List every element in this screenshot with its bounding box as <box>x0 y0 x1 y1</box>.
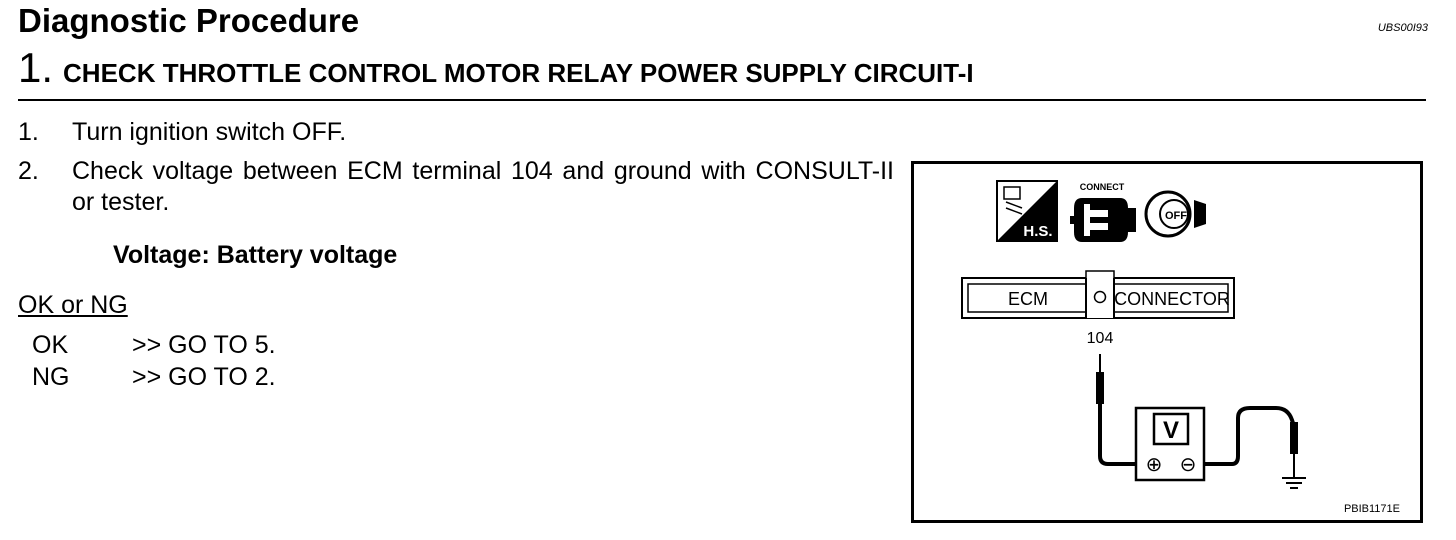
hs-icon-label: H.S. <box>1023 223 1052 240</box>
result-heading: OK or NG <box>18 291 128 319</box>
result-action: >> GO TO 2. <box>132 363 276 391</box>
wiring-diagram: H.S. CONNECT OFF <box>961 180 1400 515</box>
meter-label: V <box>1163 417 1179 444</box>
instruction-text: Turn ignition switch OFF. <box>72 118 347 146</box>
hs-icon: H.S. <box>996 180 1058 242</box>
minus-terminal: ⊖ <box>1180 454 1197 476</box>
positive-probe <box>1096 354 1142 466</box>
reference-code: UBS00I93 <box>1377 22 1428 34</box>
terminal-number: 104 <box>1087 330 1114 347</box>
ground-icon <box>1282 477 1306 489</box>
result-code: OK <box>32 331 69 359</box>
ground-lead <box>1204 406 1298 478</box>
step-number: 1. <box>18 44 54 91</box>
specification: Voltage: Battery voltage <box>113 241 398 269</box>
connect-icon-label: CONNECT <box>1080 182 1125 192</box>
wiring-figure: H.S. CONNECT OFF <box>911 161 1423 523</box>
plus-terminal: ⊕ <box>1146 454 1163 476</box>
result-row-ok: OK >> GO TO 5. <box>32 331 276 360</box>
instruction-item: 1. Turn ignition switch OFF. <box>18 117 894 148</box>
connector-ecm-label: ECM <box>1008 289 1048 309</box>
instruction-number: 2. <box>18 157 39 185</box>
figure-code: PBIB1171E <box>1344 503 1400 515</box>
step-header: 1. CHECK THROTTLE CONTROL MOTOR RELAY POW… <box>18 44 974 92</box>
step-title: CHECK THROTTLE CONTROL MOTOR RELAY POWER… <box>63 58 974 88</box>
result-code: NG <box>32 363 70 391</box>
instruction-item: 2. Check voltage between ECM terminal 10… <box>18 156 894 218</box>
instruction-list: 1. Turn ignition switch OFF. 2. Check vo… <box>18 117 894 226</box>
result-row-ng: NG >> GO TO 2. <box>32 363 276 392</box>
header-divider <box>18 99 1426 101</box>
voltmeter: V ⊕ ⊖ <box>1134 406 1206 482</box>
ecm-connector: ECM CONNECTOR <box>961 270 1235 319</box>
result-action: >> GO TO 5. <box>132 331 276 359</box>
page-title: Diagnostic Procedure <box>18 2 360 39</box>
instruction-number: 1. <box>18 118 39 146</box>
ignition-off-icon: OFF <box>1144 190 1206 238</box>
connector-label: CONNECTOR <box>1114 289 1230 309</box>
ignition-off-label: OFF <box>1165 210 1187 222</box>
connect-icon: CONNECT <box>1070 182 1136 242</box>
instruction-text: Check voltage between ECM terminal 104 a… <box>72 157 894 216</box>
